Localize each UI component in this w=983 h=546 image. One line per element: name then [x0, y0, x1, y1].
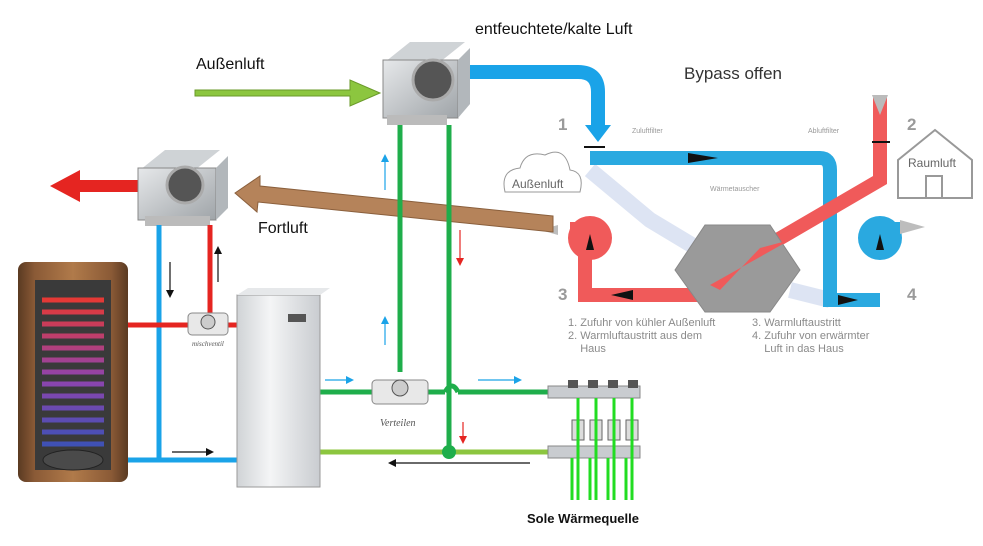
- fan-4-outlet-arrow: [900, 220, 925, 234]
- cold-air-duct: [458, 65, 605, 130]
- label-verteilen: Verteilen: [380, 418, 416, 429]
- legend-line: 4. Zufuhr von erwärmter: [752, 330, 870, 342]
- bypass-waermetauscher: Wärmetauscher: [710, 186, 760, 193]
- bypass-zuluftfilter: Zuluftfilter: [632, 128, 663, 135]
- bypass-cloud-label: Außenluft: [512, 177, 564, 191]
- bypass-house-label: Raumluft: [908, 156, 957, 170]
- bypass-number-1: 1: [558, 115, 568, 134]
- lower-air-heat-exchanger: [137, 150, 228, 226]
- heat-exchanger-arrow: [710, 240, 790, 290]
- distribution-valve: [371, 379, 429, 405]
- bypass-number-3: 3: [558, 285, 568, 304]
- bypass-title: Bypass offen: [684, 64, 782, 83]
- cloud-icon: [503, 151, 582, 193]
- legend-line: Luft in das Haus: [752, 343, 844, 355]
- fortluft-arrow: [234, 175, 554, 233]
- upper-air-heat-exchanger: [382, 42, 470, 125]
- brine-manifold: [547, 380, 641, 500]
- cold-air-arrowhead: [585, 125, 611, 142]
- brine-junction: [442, 445, 456, 459]
- legend-line: 2. Warmluftaustritt aus dem: [568, 330, 703, 342]
- bypass-legend-right: 3. Warmluftaustritt 4. Zufuhr von erwärm…: [752, 317, 869, 356]
- bypass-number-4: 4: [907, 285, 917, 304]
- raumluft-arrow: [872, 95, 888, 115]
- flow-arrows: [166, 154, 530, 467]
- warm-outlet-duct: [578, 245, 700, 302]
- bypass-abluftfilter: Abluftfilter: [808, 128, 840, 135]
- bypass-faint-duct: [584, 163, 705, 257]
- legend-line: Haus: [568, 343, 606, 355]
- mixing-valve: [187, 312, 229, 336]
- flow-arrow-out: [838, 295, 858, 305]
- flow-arrow-warm: [611, 290, 633, 300]
- storage-tank: [18, 262, 128, 482]
- label-aussenluft: Außenluft: [196, 56, 265, 73]
- flow-arrow-supply: [688, 153, 718, 163]
- legend-line: 1. Zufuhr von kühler Außenluft: [568, 317, 716, 329]
- label-sole: Sole Wärmequelle: [527, 511, 639, 526]
- legend-line: 3. Warmluftaustritt: [752, 317, 841, 329]
- label-entfeuchtet: entfeuchtete/kalte Luft: [475, 21, 633, 38]
- label-mischventil: mischventil: [192, 340, 224, 348]
- heat-pump: [236, 288, 330, 488]
- fortluft-red-arrow: [50, 170, 140, 202]
- label-fortluft: Fortluft: [258, 220, 308, 237]
- bypass-legend-left: 1. Zufuhr von kühler Außenluft 2. Warmlu…: [568, 317, 715, 356]
- bypass-number-2: 2: [907, 115, 917, 134]
- aussenluft-arrow: [194, 79, 382, 107]
- supply-duct: [590, 151, 880, 307]
- house-icon: [897, 128, 973, 199]
- bypass-diagram: [503, 95, 973, 313]
